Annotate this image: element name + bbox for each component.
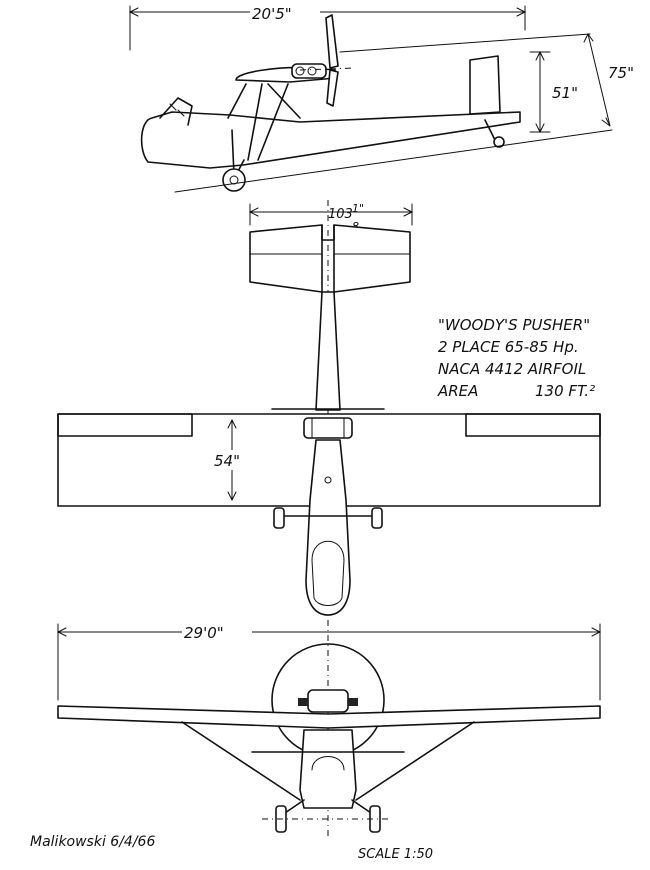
aircraft-name: "WOODY'S PUSHER"	[438, 316, 590, 334]
notes-airfoil: NACA 4412 AIRFOIL	[438, 360, 586, 378]
fuselage-top	[305, 439, 351, 616]
propeller-side	[325, 14, 339, 69]
tail-span-dimension: 103	[328, 207, 353, 222]
notes-area-label: AREA	[437, 382, 478, 400]
engine-front	[307, 689, 349, 713]
svg-text:1": 1"	[352, 202, 364, 215]
main-wheel-side	[222, 168, 246, 192]
wing-chord-dimension: 54"	[214, 452, 240, 470]
top-view: 103 1" 8 54"	[57, 200, 601, 840]
title-notes: "WOODY'S PUSHER" 2 PLACE 65-85 Hp. NACA …	[437, 316, 595, 400]
engine-top	[303, 417, 353, 439]
vertical-tail	[469, 55, 501, 115]
front-view: 29'0"	[56, 622, 602, 833]
draftsman-signature: Malikowski 6/4/66	[30, 834, 155, 850]
side-overall-height-dimension: 75"	[608, 64, 634, 82]
side-length-dimension: 20'5"	[252, 5, 292, 23]
notes-area-value: 130 FT.²	[535, 382, 595, 400]
drawing-scale: SCALE 1:50	[358, 847, 433, 862]
fuselage-front	[299, 729, 357, 809]
wing-front	[57, 705, 601, 729]
side-tail-height-dimension: 51"	[552, 84, 578, 102]
side-view: 20'5"	[128, 4, 638, 193]
fuselage-side	[140, 111, 521, 169]
horizontal-tail-left	[249, 224, 323, 293]
notes-seats-power: 2 PLACE 65-85 Hp.	[438, 338, 579, 356]
tail-boom-top	[315, 291, 341, 411]
horizontal-tail-right	[333, 224, 411, 293]
wing-span-dimension: 29'0"	[184, 624, 224, 642]
